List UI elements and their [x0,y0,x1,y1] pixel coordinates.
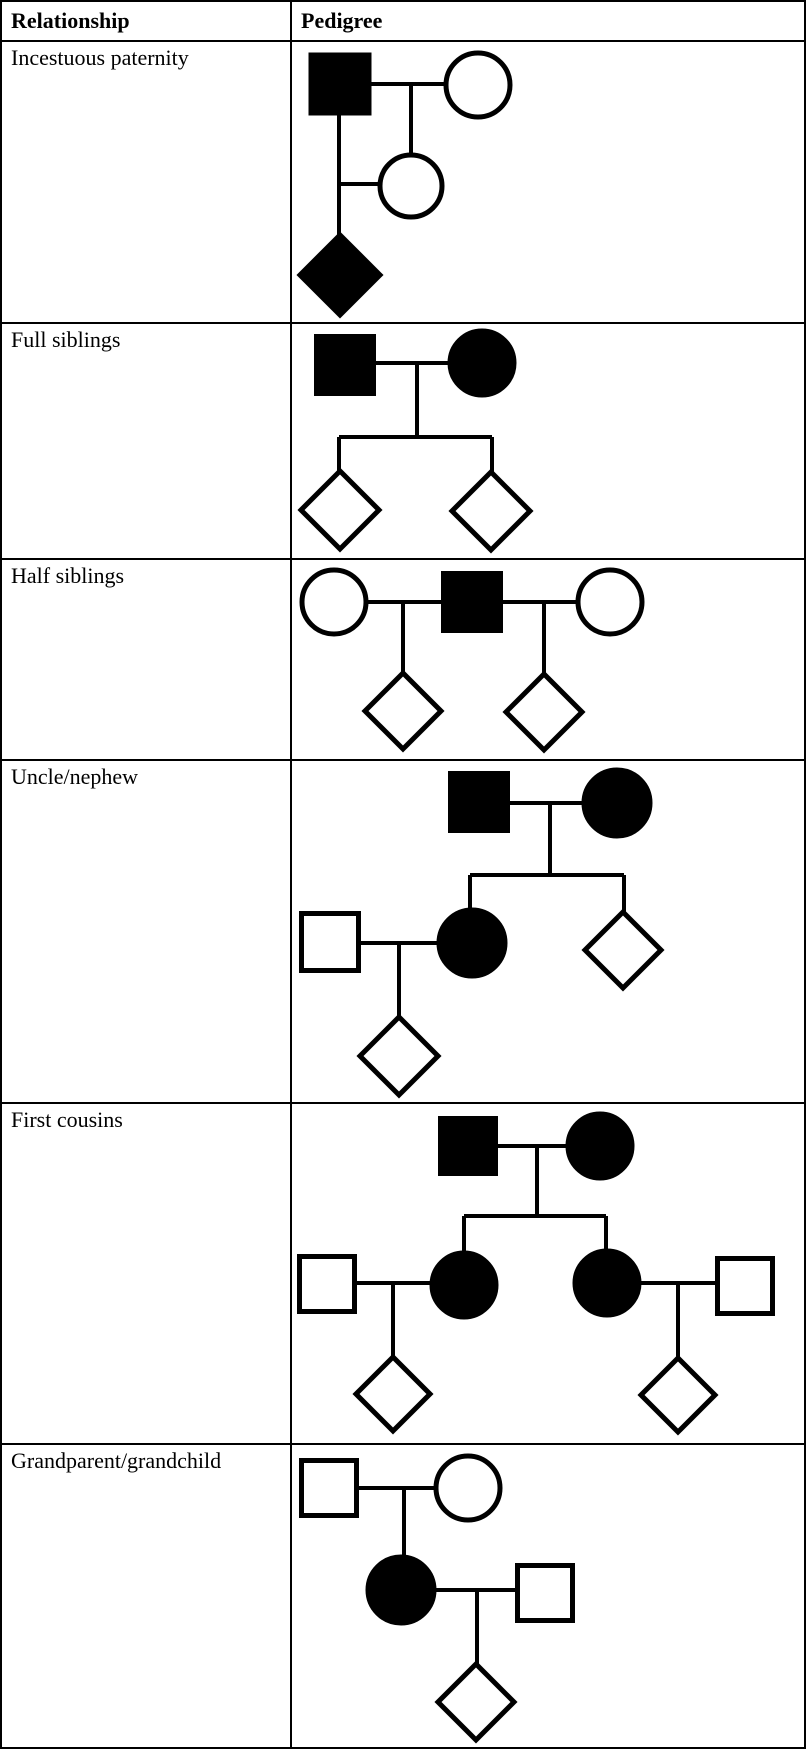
diamond-empty-person-node [356,1013,442,1099]
circle-filled-person-node [365,1554,437,1626]
circle-filled-person-node [429,1250,499,1320]
relationship-label: Full siblings [0,322,292,560]
pedigree-cell [290,759,806,1104]
diamond-empty-person-node [297,467,383,553]
circle-filled-person-node [565,1111,635,1181]
diamond-empty-person-node [448,468,534,554]
circle-filled-person-node [436,907,508,979]
diamond-empty-person-node [637,1354,719,1436]
pedigree-diagram [296,50,513,319]
pedigree-diagram [299,767,665,1099]
circle-empty-person-node [377,152,445,220]
diamond-empty-person-node [502,670,586,754]
relationship-label: Uncle/nephew [0,759,292,1104]
table-row: Uncle/nephew [0,759,806,1104]
circle-filled-person-node [572,1248,642,1318]
square-filled-person-node [438,1116,498,1176]
diamond-filled-person-node [296,231,384,319]
square-empty-person-node [299,911,361,973]
pedigree-cell [290,558,806,761]
square-empty-person-node [299,1458,359,1518]
square-filled-person-node [448,771,510,833]
pedigree-diagram [299,567,645,754]
pedigree-diagram [297,1111,775,1436]
circle-empty-person-node [443,50,513,120]
square-filled-person-node [308,52,372,116]
diamond-empty-person-node [352,1353,434,1435]
square-filled-person-node [314,334,376,396]
relationship-label: Half siblings [0,558,292,761]
diamond-empty-person-node [434,1660,518,1744]
relationship-label: Grandparent/grandchild [0,1443,292,1749]
diamond-empty-person-node [581,908,665,992]
square-empty-person-node [515,1563,575,1623]
table-row: Half siblings [0,558,806,761]
pedigree-cell [290,40,806,324]
circle-empty-person-node [433,1453,503,1523]
circle-filled-person-node [581,767,653,839]
column-header-pedigree: Pedigree [290,0,806,42]
circle-filled-person-node [447,328,517,398]
pedigree-diagram [299,1453,575,1744]
diamond-empty-person-node [361,669,445,753]
relationship-label: First cousins [0,1102,292,1445]
relationship-label: Incestuous paternity [0,40,292,324]
pedigree-cell [290,1443,806,1749]
table-row: Full siblings [0,322,806,560]
square-empty-person-node [715,1256,775,1316]
table-row: Grandparent/grandchild [0,1443,806,1749]
pedigree-cell [290,322,806,560]
square-empty-person-node [297,1254,357,1314]
square-filled-person-node [441,571,503,633]
pedigree-diagram [297,328,534,554]
pedigree-cell [290,1102,806,1445]
circle-empty-person-node [299,567,369,637]
table-row: First cousins [0,1102,806,1445]
column-header-relationship: Relationship [0,0,292,42]
circle-empty-person-node [575,567,645,637]
header-row: Relationship Pedigree [0,0,806,42]
table-row: Incestuous paternity [0,40,806,324]
